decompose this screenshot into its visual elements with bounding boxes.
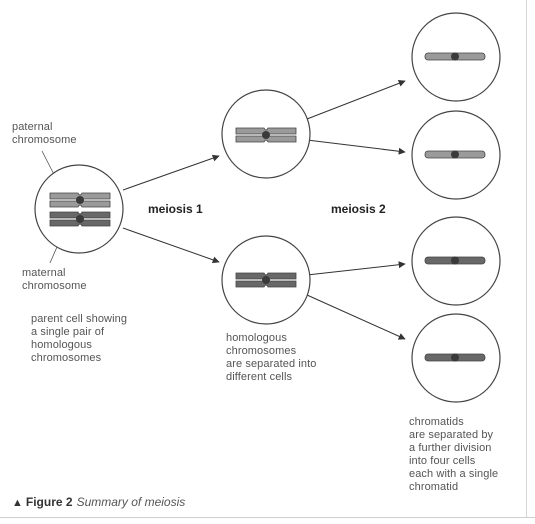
- final-cell-2: [411, 110, 501, 200]
- bottom-divider: [0, 517, 535, 518]
- arrow-parent-to-upper: [122, 154, 220, 191]
- parent-cell-description: parent cell showing a single pair of hom…: [31, 313, 128, 364]
- arrow-upper-to-cell1: [306, 80, 406, 120]
- figure-number: Figure 2: [25, 495, 73, 509]
- maternal-label: maternal chromosome: [22, 267, 87, 292]
- final-cell-1: [411, 12, 501, 102]
- arrow-lower-to-cell3: [306, 261, 406, 276]
- meiosis-1-label: meiosis 1: [148, 202, 203, 216]
- paternal-chromosome: [49, 192, 111, 208]
- upper-daughter-cell: [221, 89, 311, 179]
- maternal-chromosome: [49, 211, 111, 227]
- arrow-lower-to-cell4: [306, 294, 406, 340]
- homologous-description: homologous chromosomes are separated int…: [226, 332, 317, 383]
- parent-cell: [34, 164, 124, 254]
- lower-daughter-cell: [221, 235, 311, 325]
- arrow-upper-to-cell2: [306, 139, 406, 155]
- final-cell-4: [411, 313, 501, 403]
- figure-title: Summary of meiosis: [76, 495, 186, 509]
- final-cell-3: [411, 216, 501, 306]
- triangle-icon: ▲: [12, 497, 23, 509]
- meiosis-2-label: meiosis 2: [331, 202, 386, 216]
- paternal-label: paternal chromosome: [12, 121, 77, 146]
- chromatids-description: chromatids are separated by a further di…: [409, 416, 499, 493]
- arrow-parent-to-lower: [122, 227, 220, 264]
- right-divider: [526, 0, 527, 517]
